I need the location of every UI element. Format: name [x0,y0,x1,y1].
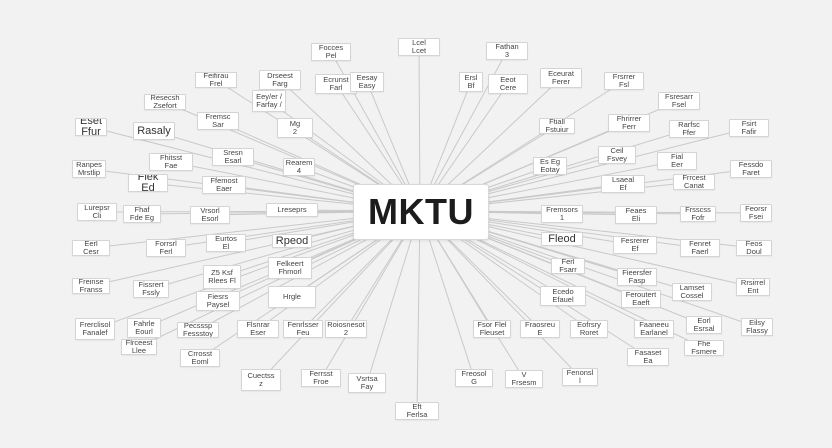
leaf-node[interactable]: Resecsh Zsefort [144,94,186,110]
leaf-node[interactable]: Frerclisol Fanalef [75,318,115,340]
center-node[interactable]: MKTU [353,184,489,240]
leaf-node[interactable]: Fremsors 1 [541,205,583,223]
leaf-node[interactable]: Fesrerer Ef [613,236,657,254]
leaf-node[interactable]: Eset Ffur [75,118,107,136]
leaf-node[interactable]: Fahrle Eourl [127,318,161,338]
leaf-node[interactable]: Ecedo Efauel [540,286,586,306]
leaf-node[interactable]: Feos Doul [736,240,772,256]
leaf-node[interactable]: Feaes Eli [615,206,657,224]
leaf-node[interactable]: Fissrert Fssly [133,280,169,298]
leaf-node[interactable]: Fenrlsser Feu [283,320,323,338]
leaf-node[interactable]: Eeot Cere [488,74,528,94]
leaf-node[interactable]: Fsor Flel Fleuset [473,320,511,338]
leaf-node[interactable]: Fraosreu E [520,320,560,338]
leaf-node[interactable]: Flsnrar Eser [237,320,279,338]
leaf-node[interactable]: Mg 2 [277,118,313,138]
leaf-node[interactable]: Vrsorl Esorl [190,206,230,224]
leaf-node[interactable]: Eorl Esrsal [686,316,722,334]
leaf-node[interactable]: Fhitsst Fae [149,153,193,171]
leaf-node[interactable]: Rarfsc Ffer [669,120,709,138]
leaf-node[interactable]: Ferl Fsarr [551,258,585,274]
leaf-node[interactable]: Lcel Lcet [398,38,440,56]
leaf-node[interactable]: Vsrtsa Fay [348,373,386,393]
leaf-node[interactable]: Ersl Bf [459,72,483,92]
leaf-node[interactable]: Eurtos El [206,234,246,252]
leaf-node[interactable]: Feorsr Fsei [740,204,772,222]
leaf-node[interactable]: Pecsssp Fessstoy [177,322,219,338]
leaf-node[interactable]: Roiosnesot 2 [325,320,367,338]
leaf-node[interactable]: Fiek Ed [128,174,168,192]
leaf-node[interactable]: Freosol G [455,369,493,387]
leaf-node[interactable]: Rpeod [272,234,312,248]
leaf-node[interactable]: Fiesrs Paysel [196,291,240,311]
leaf-node[interactable]: Ceil Fsvey [598,146,636,164]
leaf-node[interactable]: Fathan 3 [486,42,528,60]
leaf-node[interactable]: Crrosst Eoml [180,349,220,367]
leaf-node[interactable]: Fenonsl l [562,368,598,386]
leaf-node[interactable]: Eceurat Ferer [540,68,582,88]
leaf-node[interactable]: Eft Ferlsa [395,402,439,420]
leaf-node[interactable]: Rearem 4 [283,158,315,176]
leaf-node[interactable]: Flrceest Llee [121,339,157,355]
leaf-node[interactable]: Frrcest Canat [673,174,715,190]
leaf-node[interactable]: Fessdo Faret [730,160,772,178]
leaf-node[interactable]: Ranpes Mrstlip [72,160,106,178]
leaf-node[interactable]: Forrsrl Ferl [146,239,186,257]
leaf-node[interactable]: V Frsesm [505,370,543,388]
leaf-node[interactable]: Rrsirrel Ent [736,278,770,296]
leaf-node[interactable]: Drseest Farg [259,70,301,90]
leaf-node[interactable]: Fsirt Fafir [729,119,769,137]
leaf-node[interactable]: Eofrsry Roret [570,320,608,338]
leaf-node[interactable]: Frsscss Fofr [680,206,716,222]
leaf-node[interactable]: Rasaly [133,122,175,140]
leaf-node[interactable]: Focces Pel [311,43,351,61]
leaf-node[interactable]: Faaneeu Earlanel [634,320,674,338]
leaf-node[interactable]: Ftiall Fstuiur [539,118,575,134]
leaf-node[interactable]: Fieersfer Fasp [617,268,657,286]
leaf-node[interactable]: Eey/er / Farfay / [252,90,286,112]
leaf-node[interactable]: Eilsy Flassy [741,318,773,336]
leaf-node[interactable]: Frsrrer Fsl [604,72,644,90]
leaf-node[interactable]: Feifirau Frel [195,72,237,88]
leaf-node[interactable]: Freinse Franss [72,278,110,294]
leaf-node[interactable]: Hrgle [268,286,316,308]
connector-line [416,210,421,412]
connector-line [418,46,421,212]
leaf-node[interactable]: Ffemost Eaer [202,176,246,194]
leaf-node[interactable]: Fasaset Ea [627,348,669,366]
leaf-node[interactable]: Sresn Esarl [212,148,254,166]
leaf-node[interactable]: Z5 Ksf Rlees Fl [203,265,241,289]
leaf-node[interactable]: Eesay Easy [350,72,384,92]
leaf-node[interactable]: Fhrirrer Ferr [608,114,650,132]
leaf-node[interactable]: Lamset Cossel [672,283,712,301]
leaf-node[interactable]: Felkeert Fhmorl [268,257,312,279]
leaf-node[interactable]: Fenret Faerl [680,239,720,257]
leaf-node[interactable]: Fremsc Sar [197,112,239,130]
leaf-node[interactable]: Lreseprs [266,203,318,217]
leaf-node[interactable]: Fleod [541,232,583,246]
leaf-node[interactable]: Cuectss z [241,369,281,391]
leaf-node[interactable]: Fhe Fsmere [684,340,724,356]
leaf-node[interactable]: Es Eg Eotay [533,157,567,175]
leaf-node[interactable]: Fhaf Fde Eg [123,205,161,223]
leaf-node[interactable]: Feroutert Eaeft [621,290,661,308]
leaf-node[interactable]: Lurepsr Cli [77,203,117,221]
leaf-node[interactable]: Eerl Cesr [72,240,110,256]
leaf-node[interactable]: Lsaeal Ef [601,175,645,193]
leaf-node[interactable]: Ferrsst Froe [301,369,341,387]
leaf-node[interactable]: Fsresarr Fsel [658,92,700,110]
leaf-node[interactable]: Fial Eer [657,152,697,170]
